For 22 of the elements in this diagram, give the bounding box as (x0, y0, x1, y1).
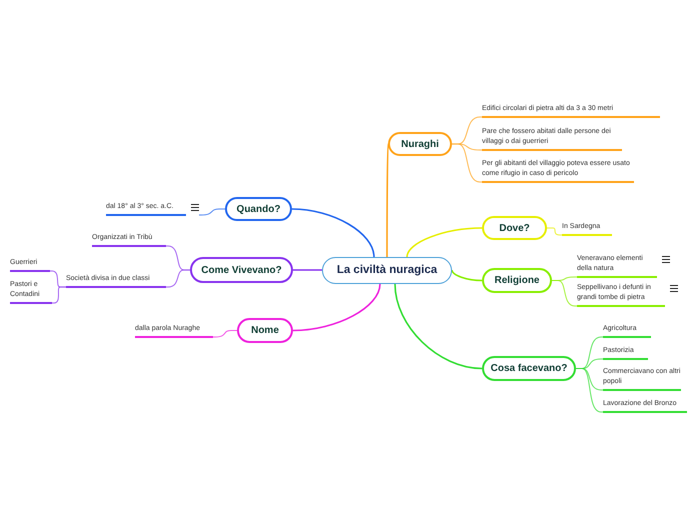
branch-line (292, 208, 375, 258)
topic-pill: Cosa facevano? (482, 356, 576, 381)
branch-line (552, 280, 578, 306)
branch-line (406, 227, 482, 258)
branch-line (451, 270, 482, 282)
topic-pill: Religione (482, 268, 552, 293)
branch-line (212, 330, 238, 338)
branch-line (386, 144, 389, 257)
branch-line (292, 284, 381, 332)
topic-pill: Nome (237, 318, 293, 343)
branch-line (293, 269, 322, 271)
topic-pill: Quando? (225, 197, 292, 221)
branch-line (394, 284, 482, 370)
branch-line (198, 208, 226, 216)
topic-pill: Come Vivevano? (190, 257, 293, 283)
topic-pill: Dove? (482, 216, 547, 240)
branch-line (52, 286, 66, 304)
branch-line (452, 144, 482, 182)
topic-pill: Nuraghi (388, 132, 452, 156)
central-topic: La civiltà nuragica (322, 257, 452, 284)
branch-line (546, 228, 562, 236)
branch-line (166, 270, 190, 288)
